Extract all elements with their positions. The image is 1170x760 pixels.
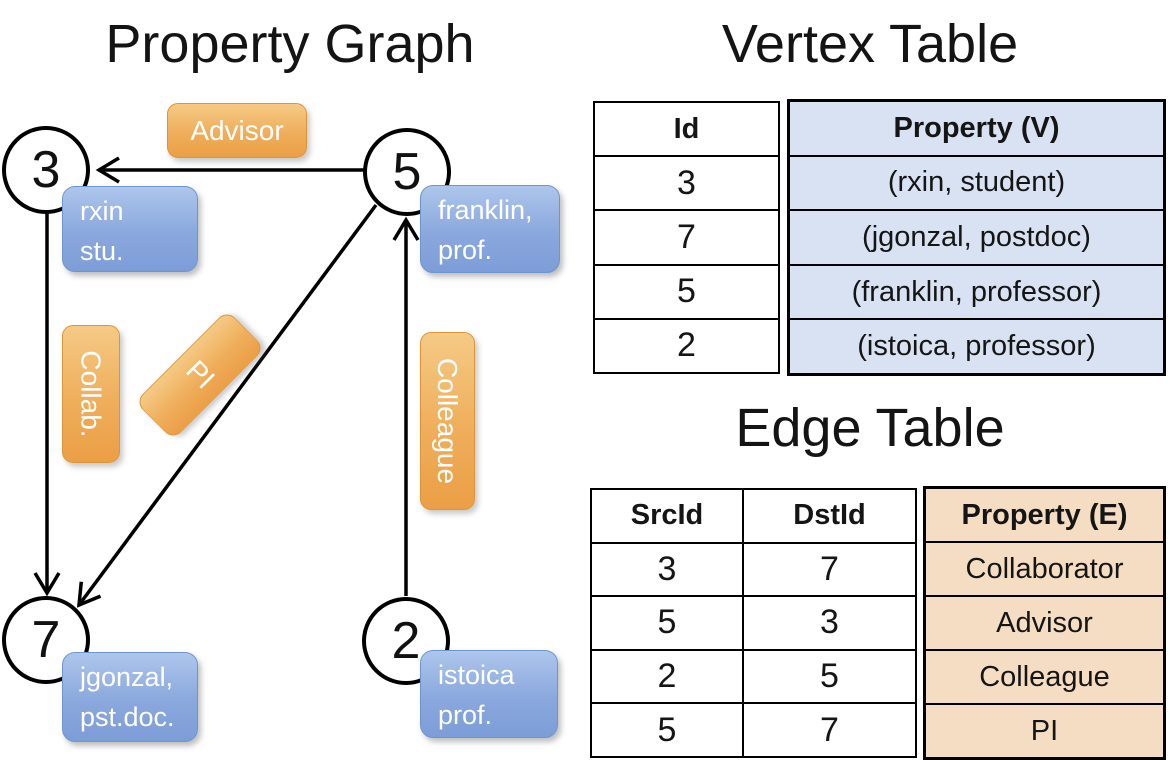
vertex-id-cell: 5 bbox=[677, 272, 696, 311]
edge-dstid-cell: 7 bbox=[742, 704, 915, 756]
table-row: 3 bbox=[595, 155, 778, 209]
table-row: Advisor bbox=[926, 595, 1163, 649]
vertex-property-line: istoica bbox=[438, 660, 515, 690]
edge-line-pi-5-to-7 bbox=[76, 203, 378, 608]
vertex-property-cell: (jgonzal, postdoc) bbox=[862, 220, 1091, 253]
edge-property-cell: Collaborator bbox=[965, 552, 1124, 585]
vertex-property-callout-jgonzal: jgonzal, pst.doc. bbox=[62, 652, 198, 742]
node-id-label: 3 bbox=[31, 141, 61, 199]
vertex-property-line: rxin bbox=[80, 196, 124, 226]
edge-dstid-cell: 7 bbox=[742, 543, 915, 596]
vertex-property-callout-istoica: istoica prof. bbox=[420, 650, 558, 738]
table-row: Colleague bbox=[926, 649, 1163, 703]
table-row: 2 bbox=[595, 317, 778, 372]
edge-table-header-row: Property (E) bbox=[926, 489, 1163, 541]
vertex-id-cell: 2 bbox=[677, 326, 696, 365]
table-row: 3 7 bbox=[592, 541, 915, 596]
vertex-property-cell: (franklin, professor) bbox=[851, 275, 1102, 308]
edge-table-title: Edge Table bbox=[735, 398, 1005, 458]
graph-edges-canvas bbox=[33, 156, 420, 608]
vertex-property-callout-rxin: rxin stu. bbox=[62, 186, 198, 272]
edge-label-text: Colleague bbox=[432, 357, 464, 485]
edge-label-text: PI bbox=[180, 354, 221, 395]
table-row: (istoica, professor) bbox=[790, 318, 1163, 373]
edge-table-header-row: SrcId DstId bbox=[592, 490, 915, 542]
edge-table-id-columns: SrcId DstId 3 7 5 3 2 5 5 7 bbox=[590, 488, 917, 758]
property-graph-title: Property Graph bbox=[105, 14, 475, 74]
graph-node-2: 2 bbox=[362, 597, 450, 685]
vertex-id-cell: 7 bbox=[677, 218, 696, 256]
edge-label-advisor: Advisor bbox=[167, 103, 307, 158]
vertex-table-header-row: Property (V) bbox=[790, 102, 1163, 155]
edge-label-collab: Collab. bbox=[62, 325, 120, 463]
edge-srcid-cell: 5 bbox=[657, 603, 677, 642]
vertex-property-line: pst.doc. bbox=[80, 702, 175, 732]
node-id-label: 2 bbox=[391, 612, 421, 670]
table-row: Collaborator bbox=[926, 541, 1163, 595]
edge-label-text: Collab. bbox=[76, 350, 108, 438]
table-row: 5 7 bbox=[592, 702, 915, 756]
edge-dstid-cell: 5 bbox=[742, 650, 915, 703]
edge-label-colleague: Colleague bbox=[420, 332, 475, 510]
column-header-srcid: SrcId bbox=[630, 499, 704, 532]
table-row: (jgonzal, postdoc) bbox=[790, 209, 1163, 264]
column-header-property-e: Property (E) bbox=[961, 498, 1128, 531]
edge-property-cell: PI bbox=[1030, 714, 1059, 747]
table-row: 5 bbox=[595, 263, 778, 318]
column-header-dstid: DstId bbox=[742, 490, 915, 542]
vertex-property-line: jgonzal, bbox=[80, 662, 174, 692]
edge-srcid-cell: 5 bbox=[657, 710, 677, 749]
column-header-id: Id bbox=[673, 112, 700, 145]
vertex-table-property-column: Property (V) (rxin, student) (jgonzal, p… bbox=[787, 99, 1166, 376]
table-row: 5 3 bbox=[592, 595, 915, 649]
vertex-property-line: franklin, bbox=[438, 195, 533, 225]
table-row: 7 bbox=[595, 209, 778, 263]
vertex-property-cell: (istoica, professor) bbox=[857, 330, 1096, 363]
graph-node-5: 5 bbox=[363, 128, 451, 216]
node-id-label: 7 bbox=[31, 611, 61, 669]
vertex-table-id-column: Id 3 7 5 2 bbox=[593, 101, 780, 374]
vertex-table-title: Vertex Table bbox=[721, 14, 1019, 74]
edge-property-cell: Advisor bbox=[996, 606, 1093, 639]
vertex-property-line: prof. bbox=[438, 700, 493, 730]
node-id-label: 5 bbox=[392, 143, 422, 201]
vertex-id-cell: 3 bbox=[677, 163, 696, 202]
edge-srcid-cell: 3 bbox=[657, 549, 677, 588]
edge-property-cell: Colleague bbox=[979, 660, 1110, 693]
table-row: PI bbox=[926, 703, 1163, 757]
table-row: 2 5 bbox=[592, 648, 915, 703]
vertex-property-cell: (rxin, student) bbox=[887, 166, 1066, 199]
edge-dstid-cell: 3 bbox=[742, 597, 915, 649]
vertex-property-line: prof. bbox=[438, 235, 493, 265]
table-row: (rxin, student) bbox=[790, 154, 1163, 210]
vertex-property-callout-franklin: franklin, prof. bbox=[420, 185, 560, 273]
table-row: (franklin, professor) bbox=[790, 263, 1163, 319]
edge-table-property-column: Property (E) Collaborator Advisor Collea… bbox=[923, 486, 1166, 760]
vertex-property-line: stu. bbox=[80, 236, 124, 266]
edge-label-text: Advisor bbox=[190, 114, 284, 146]
edge-srcid-cell: 2 bbox=[657, 657, 677, 696]
column-header-property-v: Property (V) bbox=[893, 111, 1060, 144]
vertex-table-header-row: Id bbox=[595, 103, 778, 155]
